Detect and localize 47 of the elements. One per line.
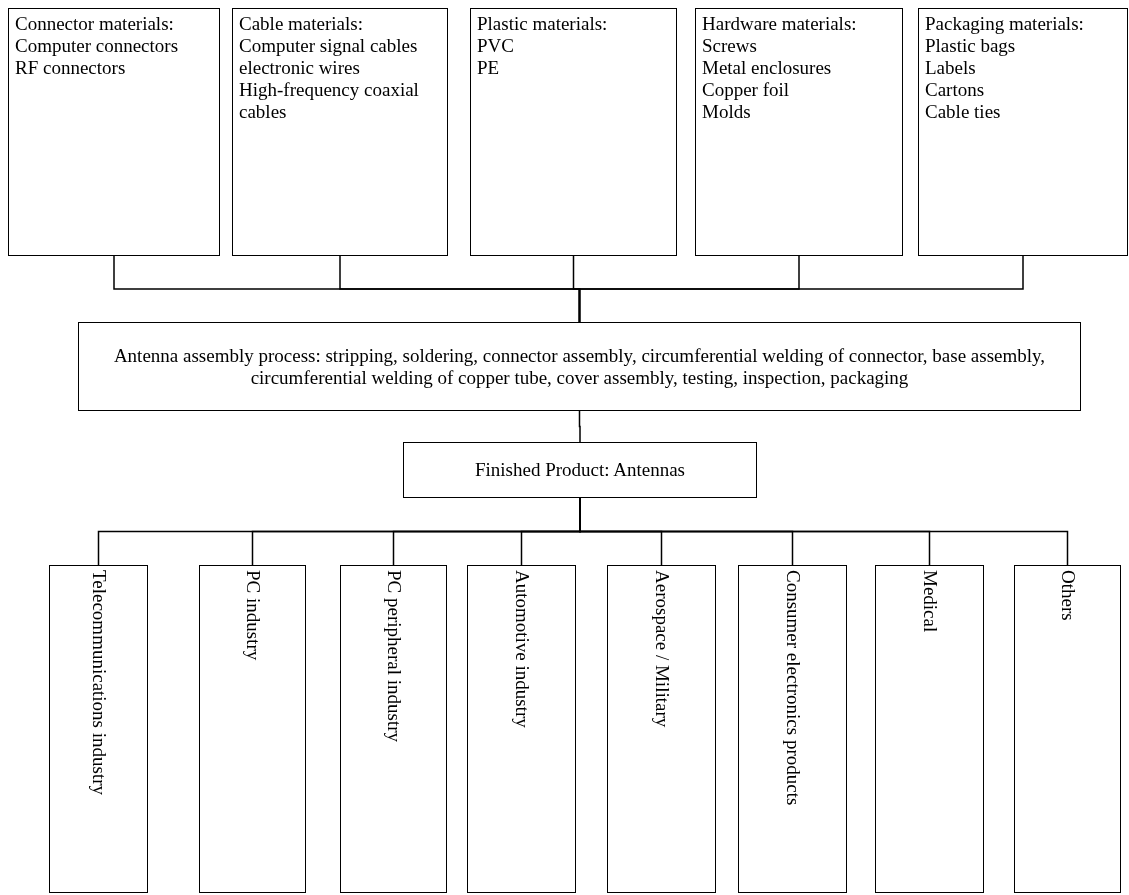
box-text: Metal enclosures [702,57,833,79]
process-box [738,565,847,893]
box-text: Others [1056,570,1079,623]
box-heading: Connector materials: [15,13,175,35]
box-text: PC peripheral industry [382,570,405,745]
box-text: Copper foil [702,79,791,101]
box-text: Cartons [925,79,986,101]
box-text: Cable ties [925,101,1002,123]
box-text: Plastic bags [925,35,1017,57]
box-text: Telecommunications industry [87,570,110,798]
process-box [340,565,447,893]
process-box [403,442,757,498]
box-text: Medical [918,570,941,635]
box-text: Labels [925,57,977,79]
process-box [232,8,448,256]
process-box [607,565,716,893]
process-box [918,8,1128,256]
process-box [8,8,220,256]
box-text: Aerospace / Military [650,570,673,730]
box-text: RF connectors [15,57,127,79]
process-box [199,565,306,893]
box-heading: Plastic materials: [477,13,609,35]
box-text: PE [477,57,501,79]
box-text: High-frequency coaxial cables [239,79,420,123]
process-box [467,565,576,893]
box-text: Molds [702,101,752,123]
box-text: Antenna assembly process: stripping, soldering, connector assembly, circumferential welding of connector, base assembly, circumferential welding of copper tube, cover assembly, testing, inspection, packaging [112,344,1047,389]
process-box [695,8,903,256]
box-text: Finished Product: Antennas [474,459,686,481]
box-heading: Packaging materials: [925,13,1085,35]
box-heading: Hardware materials: [702,13,858,35]
box-text: Computer connectors [15,35,180,57]
box-text: Screws [702,35,758,57]
process-box [1014,565,1121,893]
process-box [49,565,148,893]
box-text: PC industry [241,570,264,663]
box-text: PVC [477,35,515,57]
box-text: Automotive industry [510,570,533,730]
process-box [470,8,677,256]
process-box [875,565,984,893]
connector-line [578,410,581,443]
box-text: electronic wires [239,57,361,79]
box-text: Computer signal cables [239,35,419,57]
process-box [78,322,1081,411]
box-heading: Cable materials: [239,13,364,35]
box-text: Consumer electronics products [781,570,804,808]
connector-line [578,255,1024,323]
